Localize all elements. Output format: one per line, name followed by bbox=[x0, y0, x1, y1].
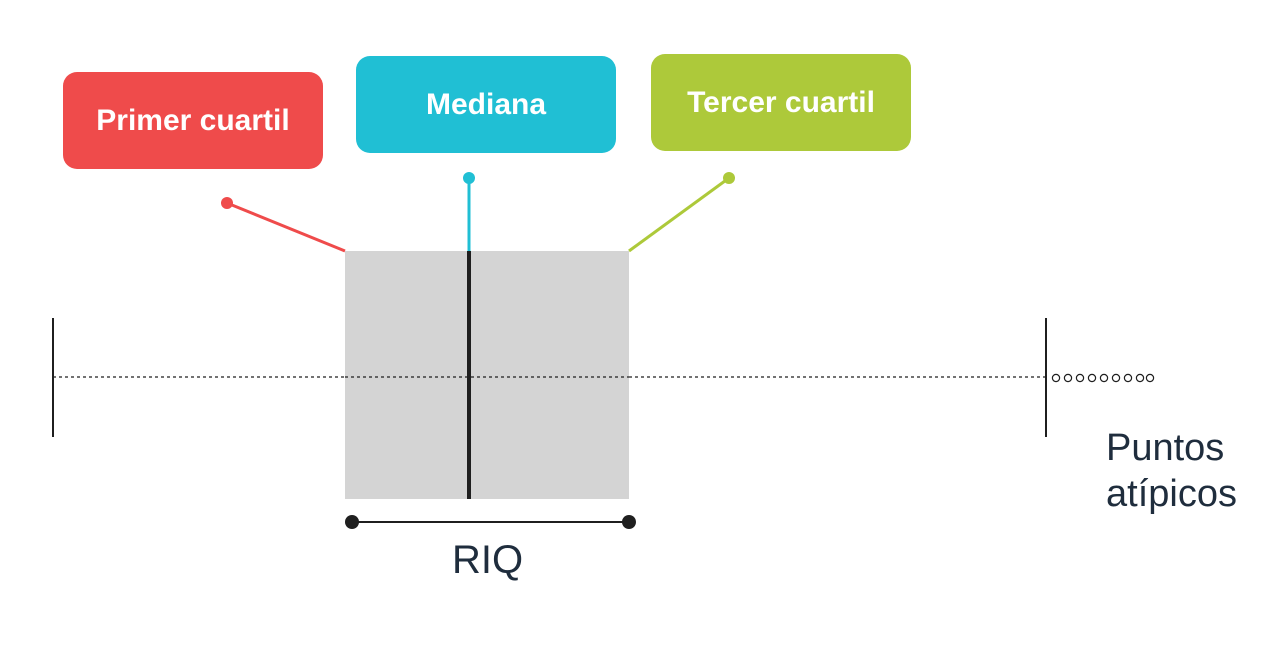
first-quartile-label: Primer cuartil bbox=[96, 103, 290, 137]
third-quartile-connector-dot bbox=[723, 172, 735, 184]
first-quartile-connector bbox=[226, 201, 346, 253]
outlier-point bbox=[1075, 373, 1085, 383]
median-callout: Mediana bbox=[356, 56, 616, 153]
iqr-label: RIQ bbox=[452, 538, 524, 582]
outlier-point bbox=[1087, 373, 1097, 383]
outlier-point bbox=[1145, 373, 1155, 383]
third-quartile-connector bbox=[628, 176, 730, 253]
median-connector-dot bbox=[463, 172, 475, 184]
first-quartile-callout: Primer cuartil bbox=[63, 72, 323, 169]
iqr-bracket-end-dot bbox=[622, 515, 636, 529]
outlier-point bbox=[1123, 373, 1133, 383]
iqr-box bbox=[345, 251, 629, 499]
third-quartile-label: Tercer cuartil bbox=[687, 85, 875, 119]
outlier-point bbox=[1063, 373, 1073, 383]
outlier-points bbox=[1051, 373, 1155, 383]
first-quartile-connector-dot bbox=[221, 197, 233, 209]
outlier-point bbox=[1051, 373, 1061, 383]
outliers-label: Puntos atípicos bbox=[1106, 427, 1237, 515]
third-quartile-callout: Tercer cuartil bbox=[651, 54, 911, 151]
outlier-point bbox=[1099, 373, 1109, 383]
outlier-point bbox=[1135, 373, 1145, 383]
outlier-point bbox=[1111, 373, 1121, 383]
iqr-bracket-start-dot bbox=[345, 515, 359, 529]
median-label: Mediana bbox=[425, 87, 547, 121]
